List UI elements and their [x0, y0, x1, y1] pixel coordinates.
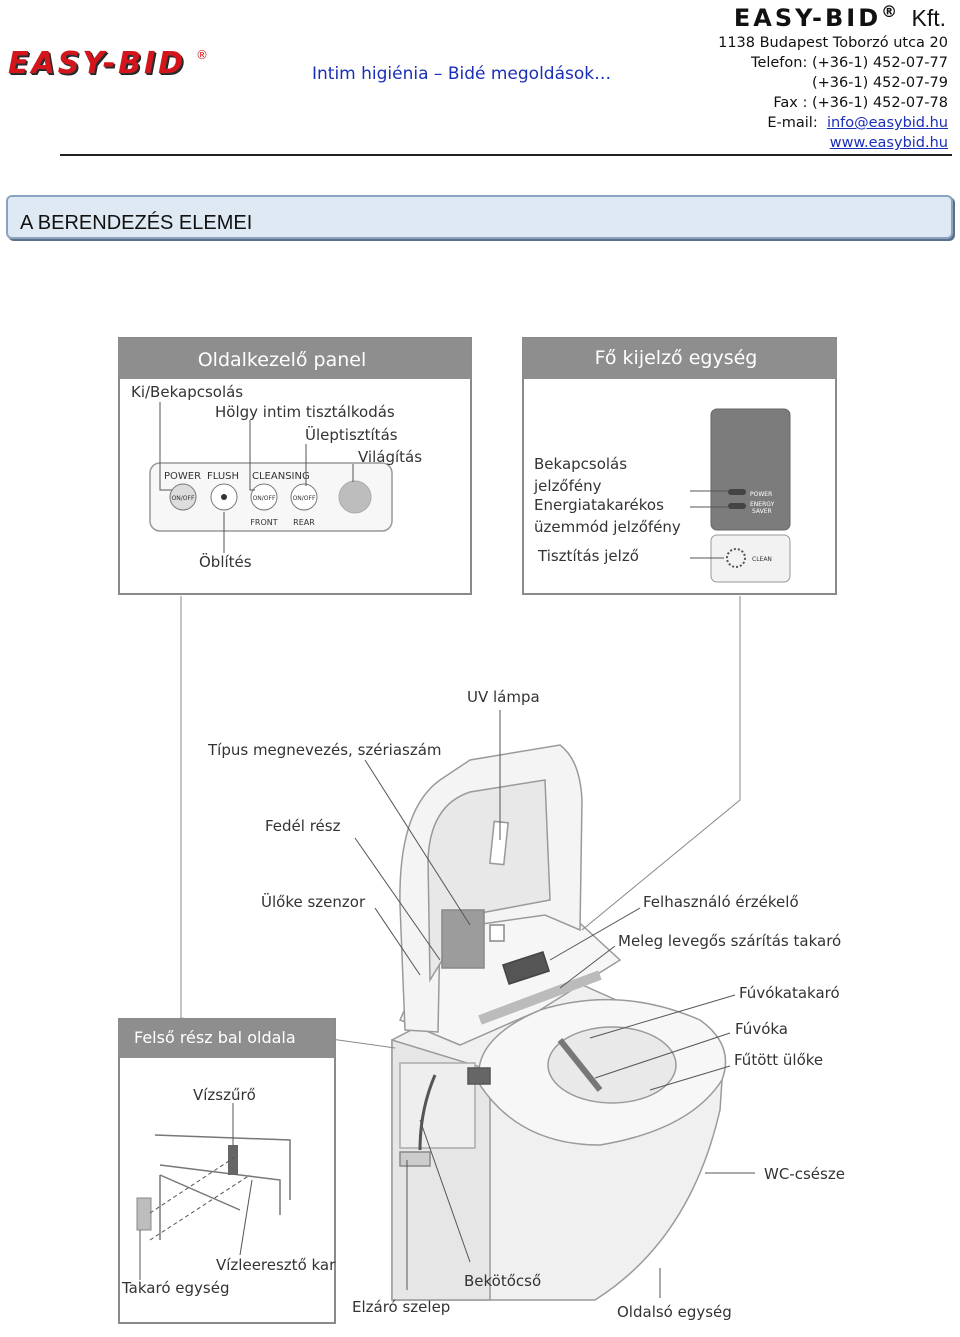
label-drain-lever: Vízleeresztő kar [216, 1256, 336, 1274]
left-panel-title: Felső rész bal oldala [134, 1028, 296, 1047]
website-line: www.easybid.hu [830, 133, 948, 153]
side-panel-box: Oldalkezelő panel POWER FLUSH CLEANSING … [118, 337, 472, 595]
label-power-led-2: jelzőfény [533, 477, 602, 495]
label-lid: Fedél rész [265, 817, 341, 835]
label-energy-led-1: Energiatakarékos [534, 496, 664, 514]
logo-registered-mark: ® [196, 48, 208, 62]
cover-unit-shape [136, 1197, 152, 1231]
label-rear-cleansing: Üleptisztítás [305, 425, 398, 444]
label-clean-indicator: Tisztítás jelző [537, 547, 639, 565]
clean-icon [726, 548, 746, 568]
email-link[interactable]: info@easybid.hu [826, 115, 948, 131]
label-heated-seat: Fűtött ülőke [734, 1051, 823, 1069]
label-user-sensor: Felhasználó érzékelő [643, 893, 799, 911]
label-shutoff-valve: Elzáró szelep [352, 1298, 450, 1316]
tagline: Intim higiénia – Bidé megoldások… [312, 64, 612, 84]
label-lady-cleansing: Hölgy intim tisztálkodás [215, 403, 395, 421]
email-line: E-mail: info@easybid.hu [767, 113, 948, 133]
label-power-led-1: Bekapcsolás [534, 455, 627, 473]
main-display-box: Fő kijelző egység POWER ENERGY SAVER CLE… [522, 337, 837, 595]
callout-lines [354, 710, 755, 1298]
power-led-text: POWER [750, 491, 772, 498]
button-label-power: POWER [164, 471, 201, 482]
button-label-cleansing: CLEANSING [252, 471, 310, 482]
power-button-label: ON/OFF [172, 495, 195, 502]
front-button-label: ON/OFF [253, 495, 276, 502]
label-seat-sensor: Ülőke szenzor [261, 892, 366, 911]
label-energy-led-2: üzemmód jelzőfény [534, 518, 681, 536]
button-label-flush: FLUSH [207, 471, 239, 482]
label-flush: Öblítés [199, 552, 252, 571]
phone-2: (+36-1) 452-07-79 [811, 75, 948, 91]
indicator-panel [710, 408, 791, 531]
label-side-unit: Oldalsó egység [617, 1303, 732, 1321]
label-power: Ki/Bekapcsolás [131, 383, 243, 401]
label-model-serial: Típus megnevezés, szériaszám [207, 741, 442, 759]
company-name: EASY-BID® Kft. [734, 2, 946, 32]
section-title: A BERENDEZÉS ELEMEI [20, 212, 253, 234]
energy-led-text-1: ENERGY [750, 501, 775, 508]
label-water-filter: Vízszűrő [193, 1086, 256, 1104]
company-name-text: EASY-BID [733, 4, 882, 32]
company-logo: EASY-BID [8, 46, 187, 81]
label-nozzle-cover: Fúvókatakaró [739, 984, 840, 1002]
rear-button-label: ON/OFF [293, 495, 316, 502]
header-divider [60, 154, 952, 156]
side-panel-title: Oldalkezelő panel [198, 349, 367, 371]
front-cleansing-button [250, 483, 278, 511]
phone-1: Telefon: (+36-1) 452-07-77 [751, 55, 948, 71]
main-display-title: Fő kijelző egység [595, 347, 758, 369]
flush-button-dot [221, 494, 227, 500]
company-address: 1138 Budapest Toborzó utca 20 [718, 35, 948, 51]
left-panel-box: Felső rész bal oldala Vízszűrő Vízleeres… [118, 1018, 336, 1324]
label-cover-unit: Takaró egység [121, 1279, 229, 1297]
label-dryer-cover: Meleg levegős szárítás takaró [618, 932, 841, 950]
website-link[interactable]: www.easybid.hu [829, 135, 948, 151]
filter-shape [228, 1145, 238, 1175]
front-label: FRONT [250, 518, 277, 527]
label-nozzle: Fúvóka [735, 1020, 788, 1038]
clean-indicator-text: CLEAN [752, 556, 772, 563]
company-suffix: Kft. [911, 5, 946, 31]
company-registered-mark: ® [881, 2, 901, 21]
email-label: E-mail: [767, 115, 818, 131]
label-connector-hose: Bekötőcső [464, 1272, 541, 1290]
toilet-illustration [391, 744, 727, 1301]
light-indicator [338, 480, 372, 514]
section-title-bar: A BERENDEZÉS ELEMEI [6, 195, 953, 239]
rear-cleansing-button [290, 483, 318, 511]
energy-saver-led [728, 503, 746, 509]
rear-label: REAR [293, 518, 315, 527]
fax: Fax : (+36-1) 452-07-78 [773, 95, 948, 111]
label-wc-bowl: WC-csésze [764, 1165, 845, 1183]
power-button [169, 483, 197, 511]
energy-led-text-2: SAVER [752, 508, 772, 515]
label-uv-lamp: UV lámpa [467, 688, 540, 706]
label-light: Világítás [358, 448, 422, 466]
power-led [728, 489, 746, 495]
